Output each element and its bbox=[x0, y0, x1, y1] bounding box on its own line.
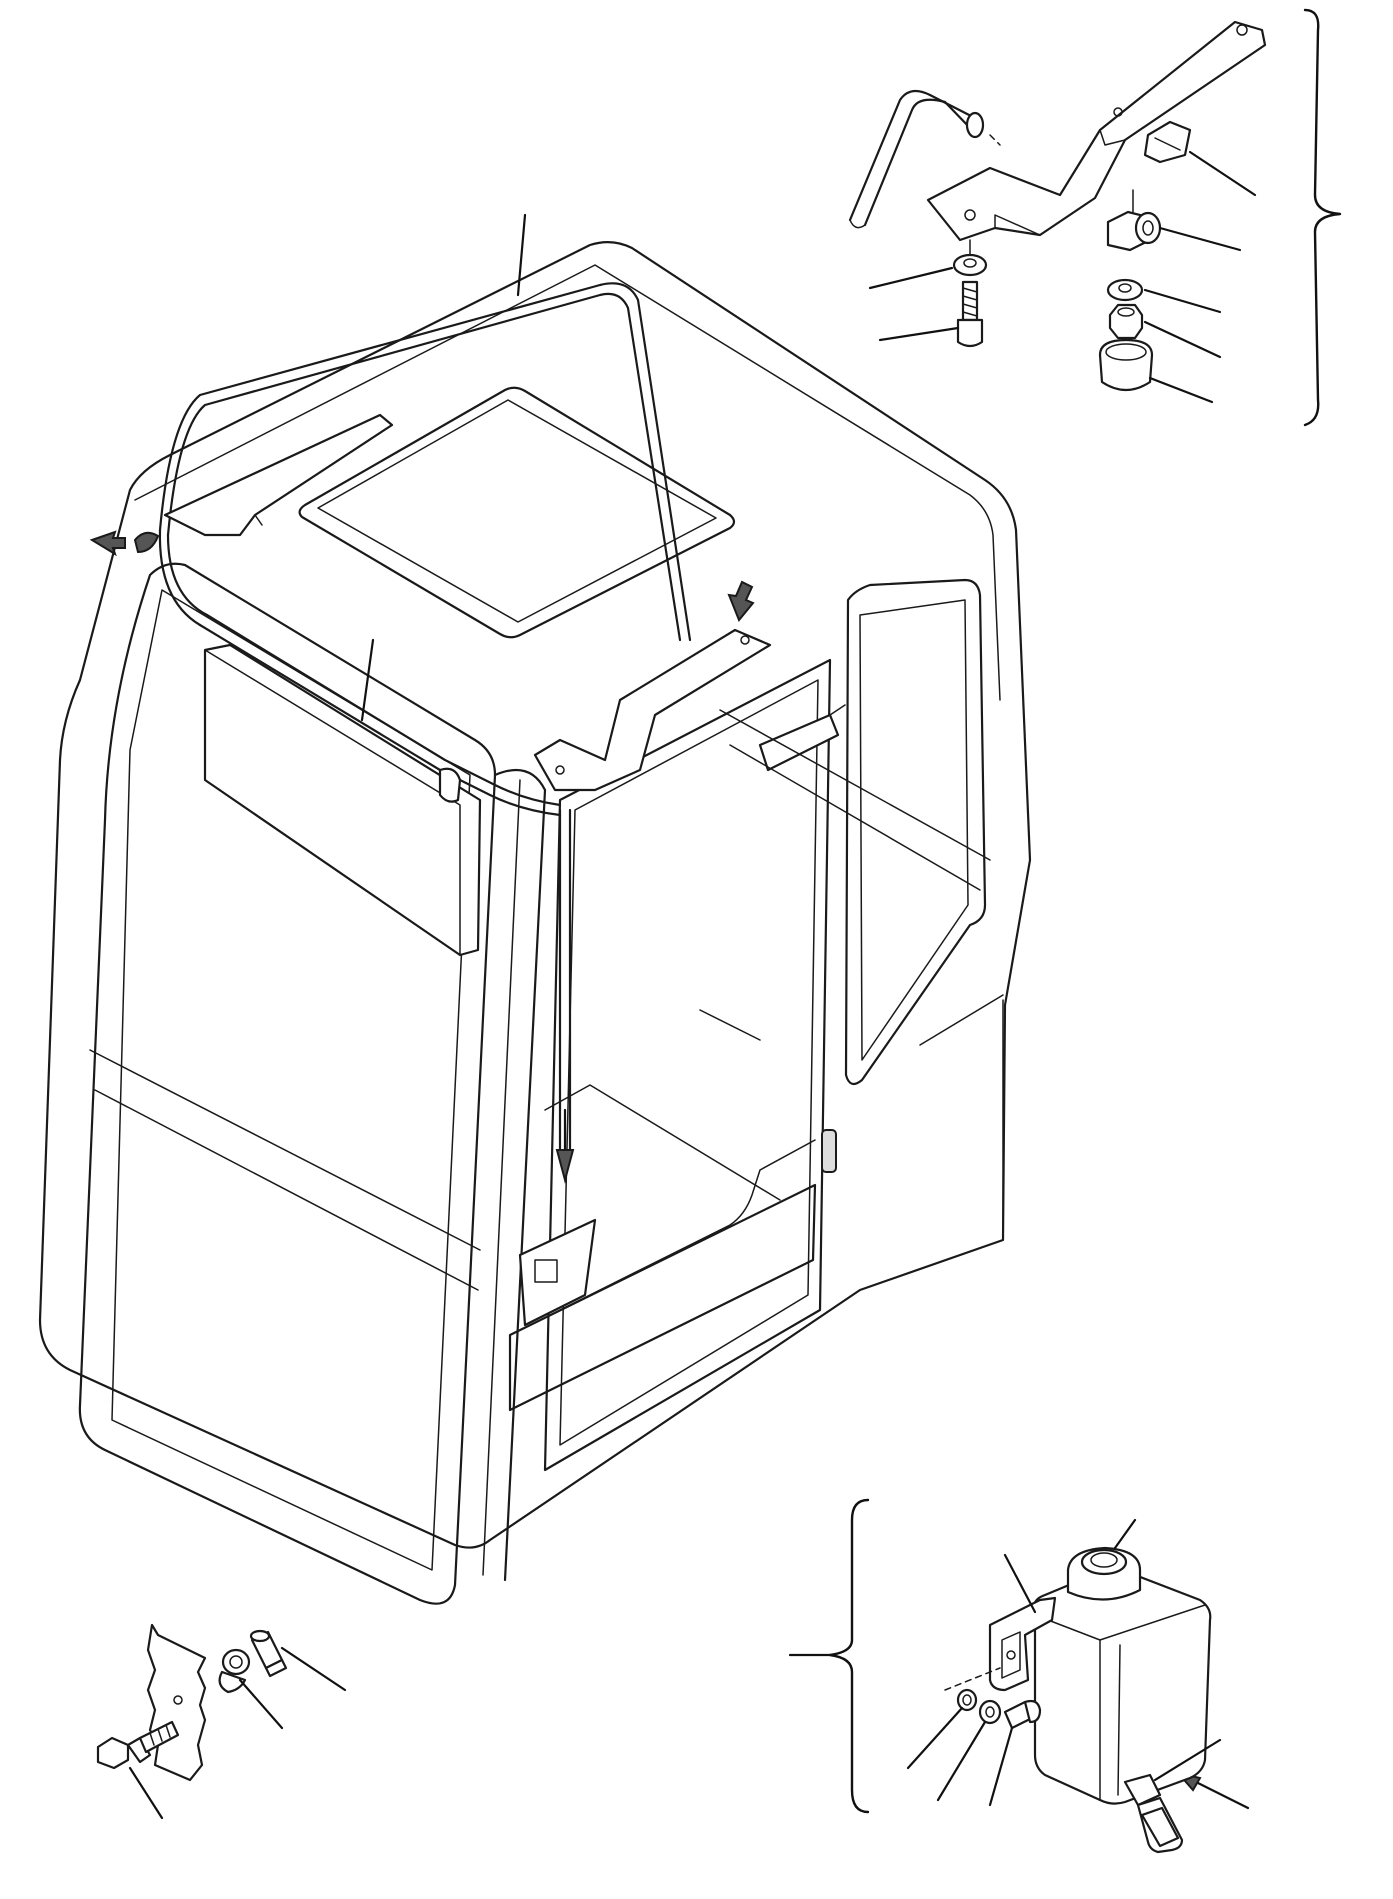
side-window bbox=[844, 578, 987, 1086]
washer-tank-bracket bbox=[988, 1596, 1057, 1692]
sun-visor bbox=[203, 643, 482, 957]
detail-brace-bottom bbox=[828, 1498, 870, 1814]
front-window-frame bbox=[78, 562, 497, 1605]
cab-outer-shell bbox=[38, 241, 1032, 1549]
roof-hatch bbox=[298, 386, 736, 639]
leader-sun-visor bbox=[360, 638, 375, 722]
detail-brace-top bbox=[1303, 8, 1342, 427]
mounting-bracket-left bbox=[163, 413, 394, 537]
bracket-detail bbox=[848, 8, 1342, 427]
roof-washer-pipe bbox=[158, 282, 692, 1184]
leader-roof-pipe bbox=[516, 213, 527, 297]
door-hinge bbox=[821, 1129, 837, 1173]
washer-tank-detail bbox=[788, 1498, 1222, 1854]
side-mirror bbox=[758, 713, 840, 772]
a-pillar bbox=[493, 768, 547, 1582]
callout-arrow-right bbox=[727, 580, 755, 622]
wall-grommet-detail bbox=[96, 1623, 347, 1820]
washer-tank bbox=[1032, 1568, 1212, 1805]
cab-roof-edge bbox=[134, 264, 1001, 701]
mounting-bracket-right bbox=[533, 628, 772, 792]
callout-arrow-left bbox=[89, 530, 160, 557]
operator-cab bbox=[38, 241, 1032, 1605]
